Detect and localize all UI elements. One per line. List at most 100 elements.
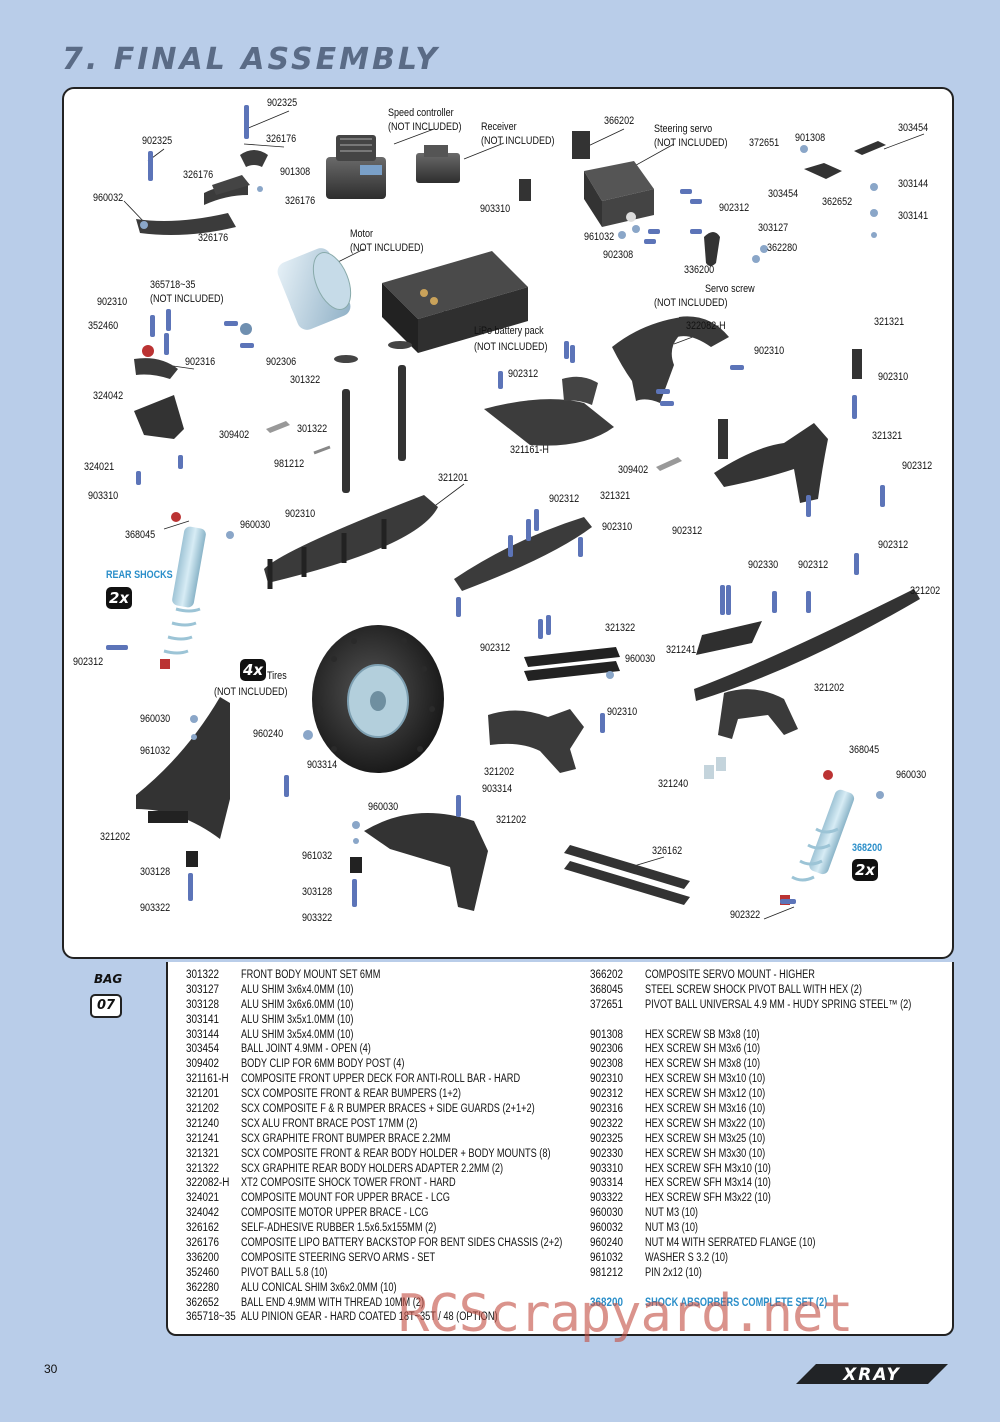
part-label: 321321 — [874, 316, 905, 328]
part-label: 981212 — [274, 458, 305, 470]
quantity-badge: 2x — [852, 859, 878, 881]
page-title: 7. FINAL ASSEMBLY — [62, 42, 440, 77]
part-code: 366202 — [590, 969, 624, 981]
part-label: LiPo battery pack — [474, 325, 544, 337]
part-code: 903310 — [590, 1162, 624, 1175]
part-label: 303141 — [898, 210, 929, 222]
part-label: (NOT INCLUDED) — [474, 341, 548, 353]
part-label: 366202 — [604, 115, 635, 127]
rear-shock — [160, 512, 206, 669]
part-code: 902312 — [590, 1088, 624, 1101]
part-label: 322082-H — [686, 320, 726, 332]
part-code: 372651 — [590, 998, 624, 1011]
parts-list-row: 321321 SCX COMPOSITE FRONT & REAR BODY HO… — [186, 1147, 643, 1162]
part-code: 321161-H — [186, 1073, 229, 1086]
part-label: 902310 — [602, 521, 633, 533]
upper-deck — [484, 399, 614, 446]
part-code: 902308 — [590, 1058, 624, 1071]
part-description: HEX SCREW SFH M3x22 (10) — [645, 1192, 771, 1205]
part-description: ALU SHIM 3x5x4.0MM (10) — [241, 1028, 354, 1041]
part-code: 365718~35 — [186, 1311, 236, 1324]
front-bumper — [264, 495, 438, 583]
part-code: 902310 — [590, 1073, 624, 1086]
part-description: HEX SCREW SH M3x30 (10) — [645, 1147, 766, 1160]
part-label: 901308 — [280, 166, 311, 178]
part-description: HEX SCREW SH M3x25 (10) — [645, 1132, 766, 1145]
part-label: 902310 — [607, 706, 638, 718]
part-label: 321241 — [666, 644, 697, 656]
part-label: Receiver — [481, 121, 517, 133]
part-code: 301322 — [186, 969, 220, 981]
steering-servo — [584, 161, 654, 227]
part-description: BALL END 4.9MM WITH THREAD 10MM (2) — [241, 1296, 425, 1309]
part-description: ALU SHIM 3x6x6.0MM (10) — [241, 998, 354, 1011]
part-code: 322082-H — [186, 1177, 230, 1190]
part-description: HEX SCREW SFH M3x10 (10) — [645, 1162, 771, 1175]
part-description: FRONT BODY MOUNT SET 6MM — [241, 969, 381, 981]
part-label: 301322 — [297, 423, 328, 435]
part-description: SCX COMPOSITE FRONT & REAR BODY HOLDER +… — [241, 1147, 551, 1160]
page-number: 30 — [44, 1362, 58, 1376]
part-label: (NOT INCLUDED) — [388, 121, 462, 133]
quantity-badge: 4x — [240, 659, 266, 681]
shock-tower-front — [612, 316, 729, 403]
part-label: 902310 — [285, 508, 316, 520]
part-code: 321240 — [186, 1117, 220, 1130]
part-description: HEX SCREW SH M3x12 (10) — [645, 1088, 766, 1101]
part-description: COMPOSITE SERVO MOUNT - HIGHER — [645, 969, 815, 981]
part-code: 321321 — [186, 1147, 220, 1160]
part-description: SELF-ADHESIVE RUBBER 1.5x6.5x155MM (2) — [241, 1222, 437, 1235]
part-label: 902325 — [267, 97, 298, 109]
part-label: 903322 — [140, 902, 171, 914]
part-label: 321240 — [658, 778, 689, 790]
part-label: 321161-H — [510, 444, 549, 456]
part-label: 326176 — [198, 232, 229, 244]
part-label: Tires — [267, 670, 287, 682]
part-code: 326162 — [186, 1222, 220, 1235]
part-label: 303454 — [768, 188, 799, 200]
parts-list-row: 366202 COMPOSITE SERVO MOUNT - HIGHER — [590, 968, 978, 983]
part-label: 303128 — [302, 886, 333, 898]
part-code: 303141 — [186, 1013, 220, 1026]
highlight-label: 368200 — [852, 842, 883, 854]
part-label: 301322 — [290, 374, 321, 386]
part-description: SCX COMPOSITE F & R BUMPER BRACES + SIDE… — [241, 1103, 535, 1116]
part-label: 365718~35 — [150, 279, 196, 291]
parts-list-row: 903310 HEX SCREW SFH M3x10 (10) — [590, 1162, 978, 1177]
part-description: BODY CLIP FOR 6MM BODY POST (4) — [241, 1058, 405, 1071]
part-code: 309402 — [186, 1058, 220, 1071]
part-label: (NOT INCLUDED) — [654, 297, 728, 309]
part-label: (NOT INCLUDED) — [481, 135, 555, 147]
part-description: HEX SCREW SH M3x6 (10) — [645, 1043, 761, 1056]
part-label: 309402 — [219, 429, 250, 441]
part-label: (NOT INCLUDED) — [214, 686, 288, 698]
part-code: 981212 — [590, 1266, 624, 1279]
part-code: 303454 — [186, 1043, 220, 1056]
part-label: 960240 — [253, 728, 284, 740]
part-label: 321202 — [496, 814, 527, 826]
quantity-badge: 2x — [106, 587, 132, 609]
speed-controller — [326, 135, 386, 199]
parts-list-row: 326162 SELF-ADHESIVE RUBBER 1.5x6.5x155MM… — [186, 1221, 643, 1236]
part-label: 902312 — [549, 493, 580, 505]
part-label: 303144 — [898, 178, 929, 190]
part-label: 902325 — [142, 135, 173, 147]
bag-indicator: BAG 07 — [62, 962, 166, 1022]
part-code: 303127 — [186, 983, 220, 996]
part-label: Speed controller — [388, 107, 454, 119]
